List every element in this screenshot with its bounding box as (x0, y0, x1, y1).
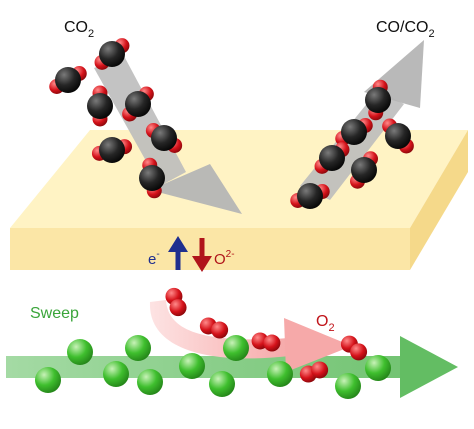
membrane-side-face (410, 130, 468, 270)
sweep-gas-sphere (179, 353, 205, 379)
co2-molecule (49, 66, 87, 94)
oxide-ion-label: O2- (214, 249, 235, 268)
co2-molecule (335, 118, 373, 146)
carbon-atom (125, 91, 151, 117)
oxide-ion-arrow (192, 238, 212, 272)
electron-label: e- (148, 249, 160, 268)
carbon-atom (297, 183, 323, 209)
carbon-atom (351, 157, 377, 183)
oxygen-atom (311, 361, 329, 379)
co-co2-outflow-label: CO/CO2 (376, 19, 435, 40)
carbon-atom (385, 123, 411, 149)
oxygen-atom (169, 299, 187, 317)
co2-molecule (87, 85, 113, 127)
sweep-gas-sphere (137, 369, 163, 395)
co2-molecule (290, 183, 330, 209)
co2-molecule (382, 118, 414, 154)
carbon-atom (99, 41, 125, 67)
sweep-gas-sphere (223, 335, 249, 361)
co2-molecule (350, 151, 378, 189)
sweep-label: Sweep (30, 305, 79, 322)
carbon-atom (55, 67, 81, 93)
co2-molecule (314, 142, 350, 174)
sweep-gas-sphere (209, 371, 235, 397)
o2-molecule (199, 317, 229, 339)
co2-inflow-arrow (94, 56, 242, 214)
sweep-gas-sphere (125, 335, 151, 361)
membrane-slab (10, 130, 468, 270)
carbon-atom (99, 137, 125, 163)
o2-molecule (251, 332, 281, 352)
carbon-atom (87, 93, 113, 119)
carbon-atom (365, 87, 391, 113)
carbon-atom (341, 119, 367, 145)
co2-molecule (94, 38, 130, 70)
co2-molecule (91, 137, 133, 163)
sweep-gas-sphere (335, 373, 361, 399)
o2-molecule (299, 361, 329, 383)
o2-molecule (165, 287, 187, 317)
oxygen-atom (350, 343, 368, 361)
co2-inflow-label: CO2 (64, 19, 94, 40)
membrane-front-face (10, 228, 410, 270)
o2-label: O2 (316, 313, 335, 334)
co2-molecule (139, 157, 165, 199)
carbon-atom (319, 145, 345, 171)
carbon-atom (151, 125, 177, 151)
co-co2-molecules-outflow (290, 79, 414, 209)
o2-molecules (165, 287, 368, 383)
carbon-atom (139, 165, 165, 191)
sweep-gas-sphere (365, 355, 391, 381)
co2-molecule (365, 79, 391, 121)
co2-molecule (122, 86, 154, 122)
sweep-gas-sphere (67, 339, 93, 365)
sweep-gas-sphere (35, 367, 61, 393)
sweep-gas-sphere (267, 361, 293, 387)
co2-molecule (145, 123, 183, 153)
oxygen-atom (263, 334, 281, 352)
co2-molecules-inflow (49, 38, 183, 199)
sweep-gas-sphere (103, 361, 129, 387)
oxygen-atom (211, 321, 229, 339)
electron-arrow (168, 236, 188, 270)
sweep-gas-spheres (35, 335, 391, 399)
o2-molecule (340, 335, 368, 361)
